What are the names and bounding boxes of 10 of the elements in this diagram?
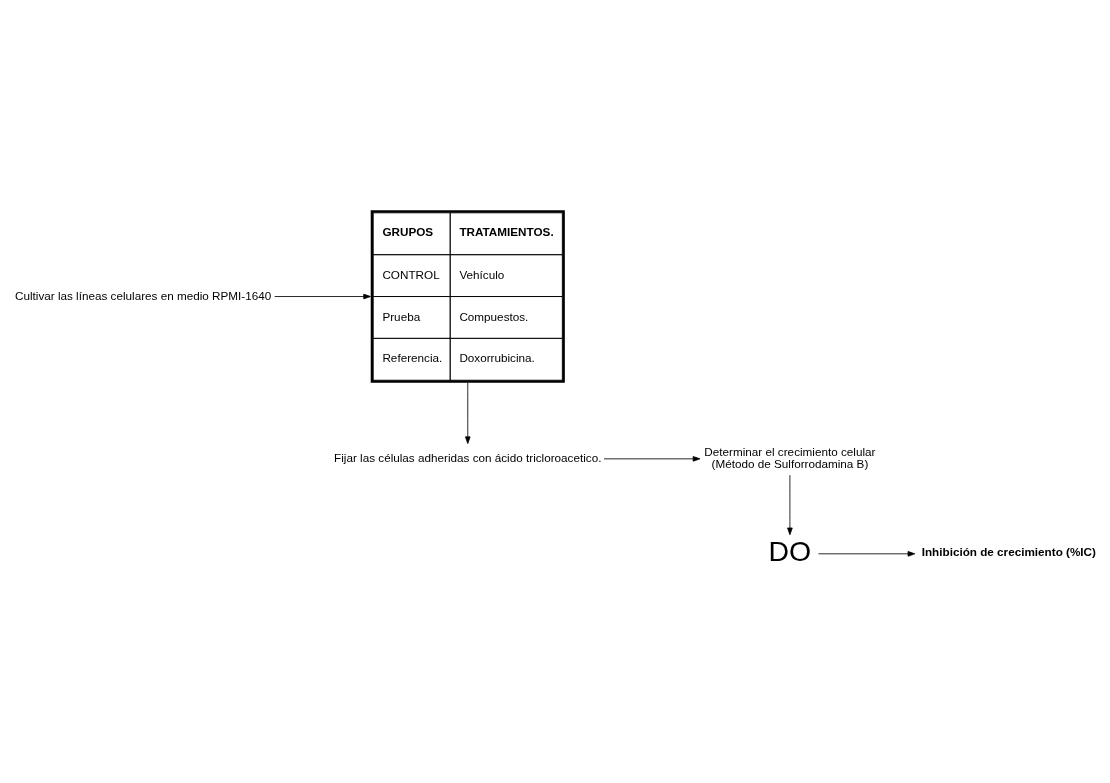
node-text: Fijar las células adheridas con ácido tricloroacetico. <box>334 450 602 464</box>
arrow <box>818 551 916 557</box>
node-text: Determinar el crecimiento celular (Método de Sulforrodamina B) <box>704 444 876 471</box>
node-text: Inhibición de crecimiento (%IC) <box>921 545 1096 559</box>
node-text: Cultivar las líneas celulares en medio RPMI-1640 <box>14 288 272 302</box>
arrow <box>274 293 371 300</box>
arrow <box>787 474 793 536</box>
arrow <box>603 456 701 462</box>
arrow <box>465 382 471 444</box>
node-text: DO <box>768 535 812 568</box>
